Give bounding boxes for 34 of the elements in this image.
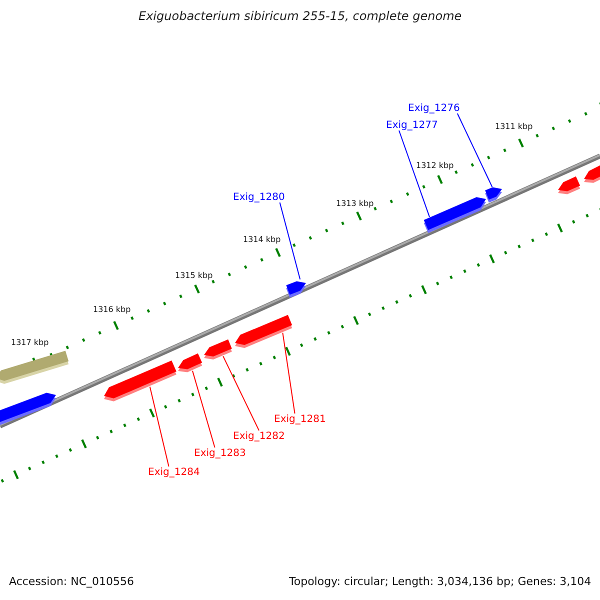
gene-feature — [558, 176, 581, 195]
gene-feature — [485, 187, 502, 203]
gene-feature — [204, 339, 232, 360]
gene-feature — [423, 197, 486, 233]
gene-label: Exig_1282 — [233, 430, 285, 442]
leader-line — [398, 130, 430, 218]
scale-label: 1312 kbp — [416, 162, 454, 170]
leader-line — [279, 202, 301, 280]
scale-label: 1311 kbp — [495, 122, 533, 132]
gene-label: Exig_1283 — [194, 448, 246, 458]
scale-label: 1313 kbp — [336, 200, 374, 208]
gene-label: Exig_1277 — [386, 120, 438, 130]
gene-feature — [235, 314, 293, 348]
scale-label: 1316 kbp — [93, 306, 131, 314]
scale-label: 1314 kbp — [243, 236, 281, 244]
gene-label: Exig_1280 — [233, 192, 285, 202]
gene-feature — [286, 281, 306, 298]
leader-line — [456, 113, 493, 188]
gene-feature — [0, 392, 56, 427]
footer-text: Accession: NC_010556 — [9, 576, 134, 588]
footer-text: Topology: circular; Length: 3,034,136 bp; Genes: 3,104 — [289, 576, 592, 588]
leader-line — [149, 386, 170, 467]
title: Exiguobacterium sibiricum 255-15, complete genome — [138, 10, 462, 24]
leader-line — [222, 356, 260, 431]
gene-feature — [178, 353, 203, 373]
gene-label: Exig_1281 — [274, 414, 326, 424]
leader-line — [192, 370, 216, 448]
gene-label: Exig_1284 — [148, 466, 200, 478]
leader-line — [282, 332, 296, 414]
gene-label: Exig_1276 — [408, 102, 460, 114]
gene-feature — [104, 360, 177, 402]
scale-label: 1315 kbp — [175, 272, 213, 280]
gene-feature — [0, 350, 69, 384]
gene-feature — [584, 163, 600, 183]
